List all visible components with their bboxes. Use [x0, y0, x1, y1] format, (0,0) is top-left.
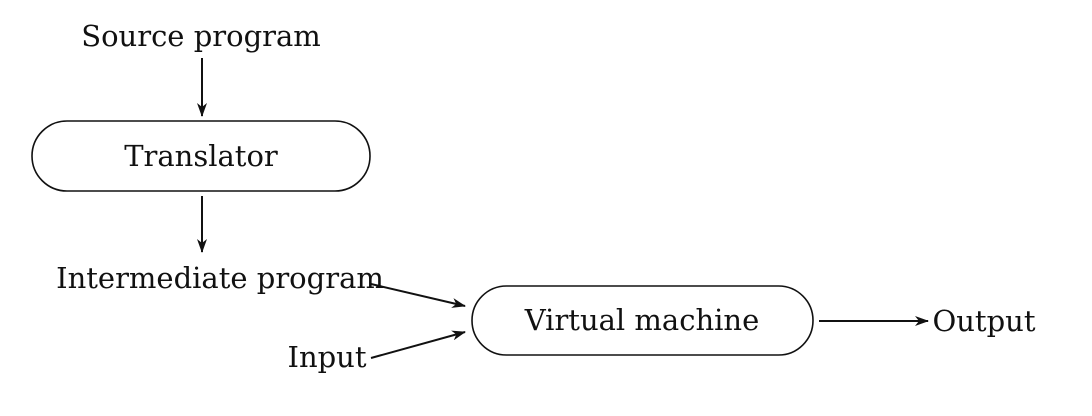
intermediate-program-label: Intermediate program [56, 261, 384, 295]
translator-node: Translator [31, 120, 371, 192]
translator-shape [31, 120, 371, 192]
arrow-intermediate-to-vm [370, 283, 466, 308]
output-label: Output [932, 304, 1035, 338]
virtual-machine-node: Virtual machine [471, 285, 814, 356]
input-label: Input [287, 340, 366, 374]
virtual-machine-label: Virtual machine [524, 303, 760, 337]
virtual-machine-shape [471, 285, 814, 356]
arrow-input-to-vm [370, 330, 466, 359]
source-program-label: Source program [81, 19, 321, 53]
translator-label: Translator [124, 139, 278, 173]
